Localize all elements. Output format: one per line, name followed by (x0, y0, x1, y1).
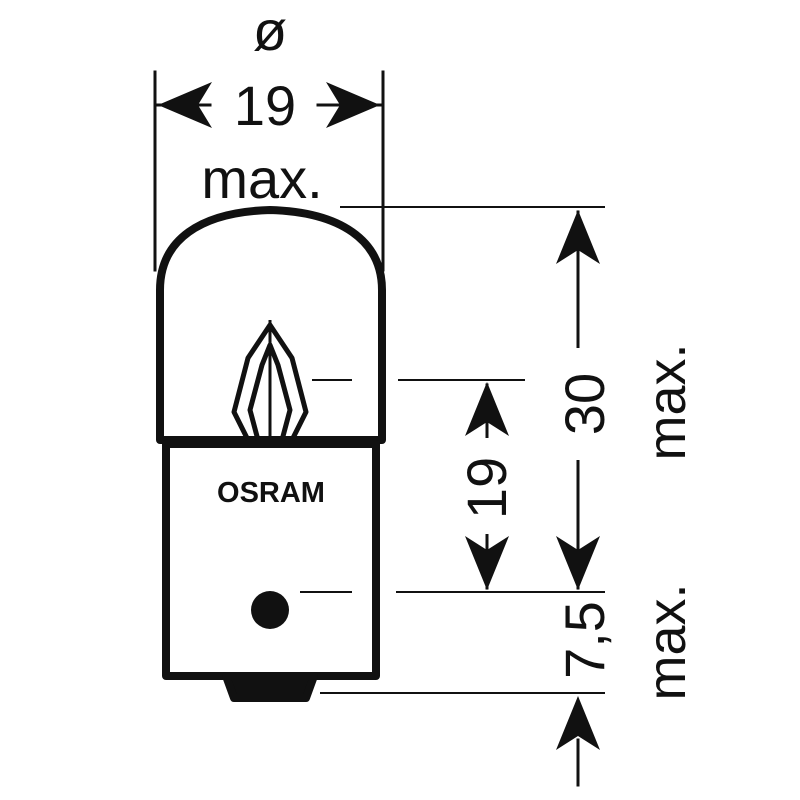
filament (231, 320, 309, 442)
base-pin-value: 7,5 (553, 601, 616, 679)
arrow-down-icon (556, 536, 600, 590)
arrow-right-icon (326, 82, 380, 128)
base-pin-qualifier: max. (637, 583, 697, 700)
diameter-symbol: ø (253, 0, 287, 62)
brand-label: OSRAM (217, 477, 325, 509)
base-contact (222, 672, 318, 702)
arrow-down-icon (465, 536, 509, 590)
base-pin-dimension: 7,5 max. (553, 583, 697, 787)
arrow-left-icon (158, 82, 212, 128)
bulb: OSRAM (156, 206, 386, 702)
overall-length-dimension: 30 max. (552, 210, 697, 590)
arrow-up-icon (556, 210, 600, 264)
light-center-value: 19 (455, 457, 518, 519)
metal-base (162, 440, 380, 680)
diameter-qualifier: max. (201, 147, 322, 210)
bayonet-pin (251, 591, 289, 629)
diameter-dimension: ø 19 max. (153, 0, 385, 272)
arrow-up-icon (556, 696, 600, 750)
overall-length-qualifier: max. (637, 343, 697, 460)
light-center-dimension: 19 (455, 382, 518, 590)
extension-lines (300, 206, 605, 694)
arrow-up-icon (465, 382, 509, 436)
diameter-value: 19 (234, 74, 296, 137)
overall-length-value: 30 (553, 373, 616, 435)
